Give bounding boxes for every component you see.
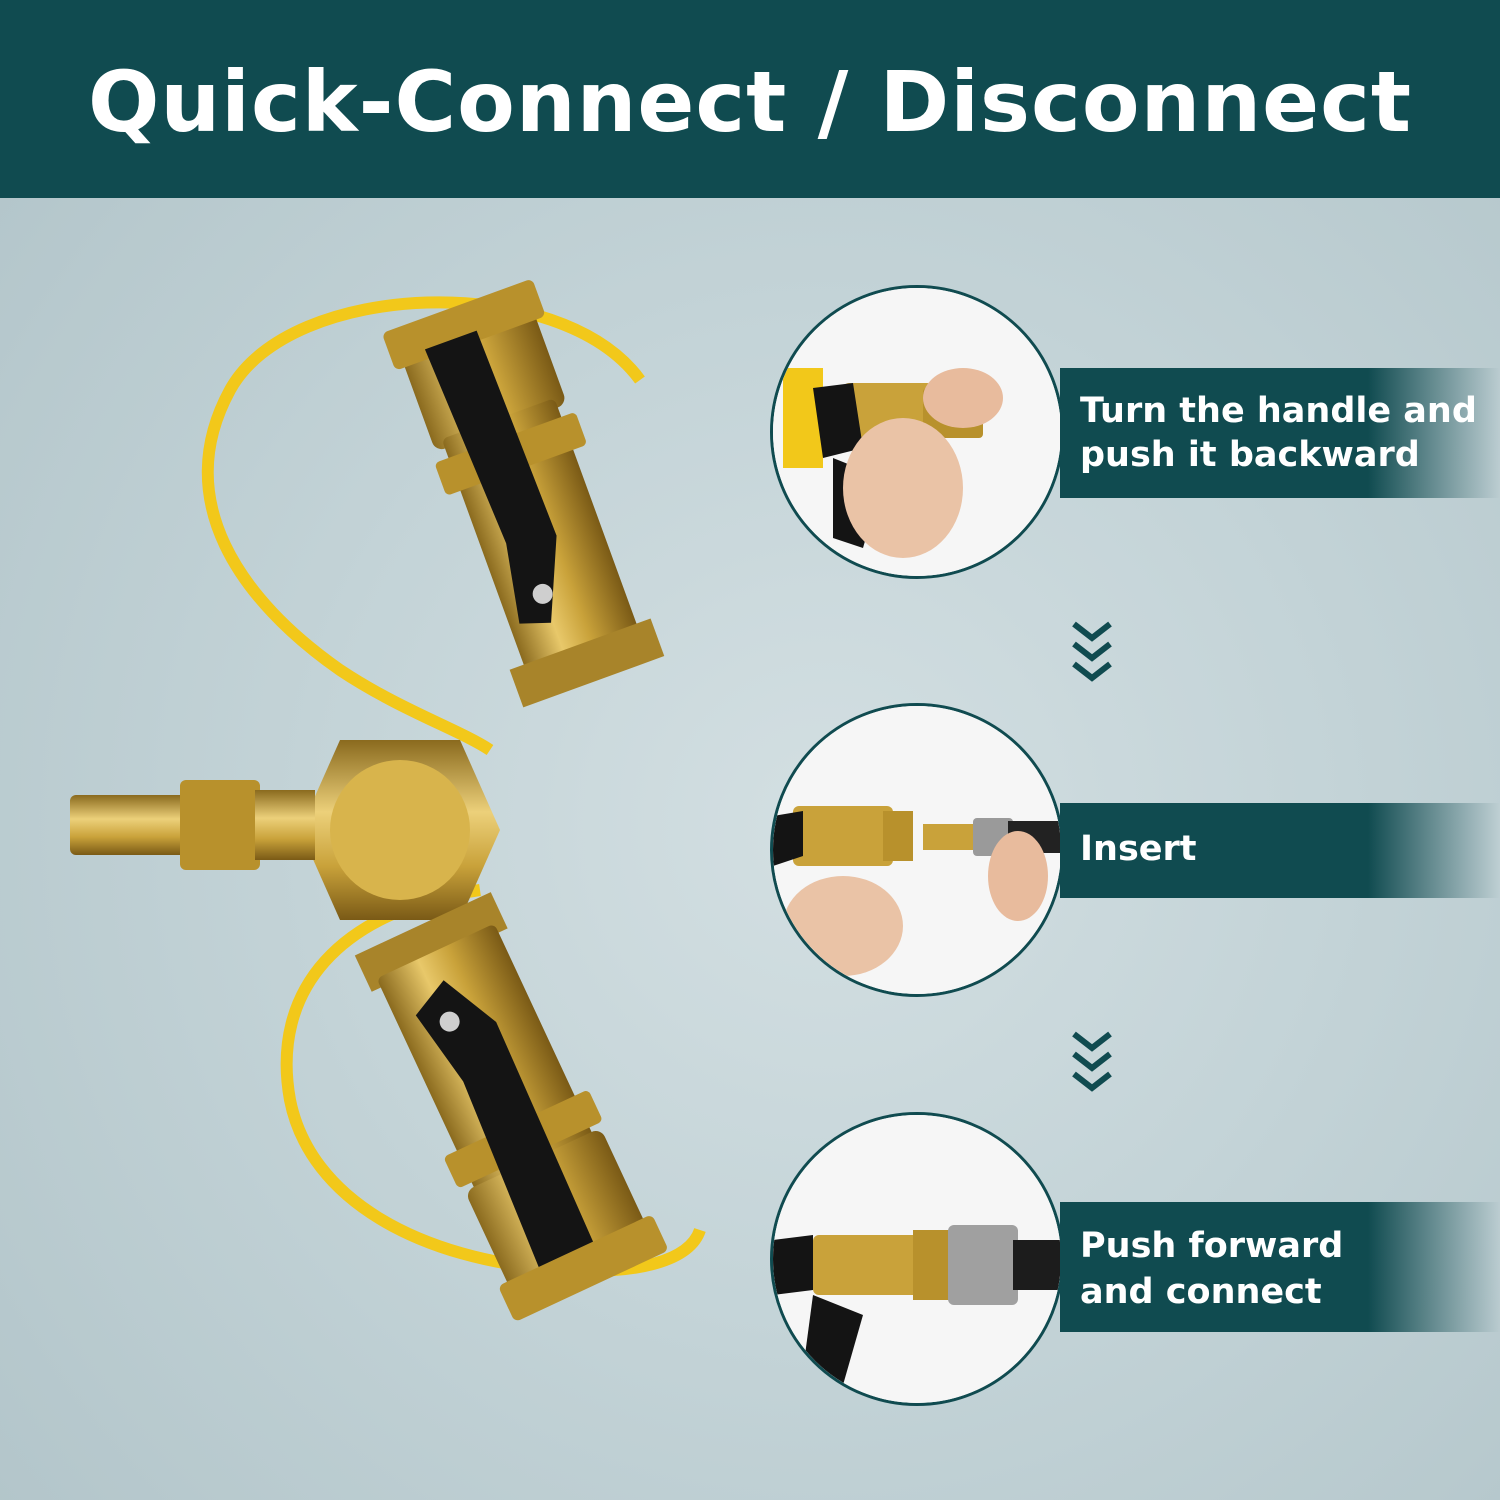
step-3-banner: Push forward and connect (1060, 1202, 1500, 1332)
step-2-banner: Insert (1060, 803, 1500, 898)
step-2-photo (770, 703, 1064, 997)
header-bar: Quick-Connect / Disconnect (0, 0, 1500, 198)
step-1-label-line2: push it backward (1080, 435, 1420, 475)
step-1-banner: Turn the handle and push it backward (1060, 368, 1500, 498)
chevron-down-icon (1072, 621, 1112, 682)
step-2: Insert (770, 703, 1500, 1003)
step-1: Turn the handle and push it backward (770, 285, 1500, 585)
step-1-label-line1: Turn the handle and (1080, 391, 1477, 431)
step-3-label-line2: and connect (1080, 1272, 1322, 1312)
step-3-label-line1: Push forward (1080, 1226, 1344, 1266)
step-3: Push forward and connect (770, 1112, 1500, 1412)
step-1-photo (770, 285, 1064, 579)
page-title: Quick-Connect / Disconnect (87, 53, 1413, 151)
chevron-down-icon (1072, 1031, 1112, 1092)
y-splitter-product-image (70, 280, 706, 1321)
step-3-photo (770, 1112, 1064, 1406)
step-2-label: Insert (1080, 829, 1197, 869)
